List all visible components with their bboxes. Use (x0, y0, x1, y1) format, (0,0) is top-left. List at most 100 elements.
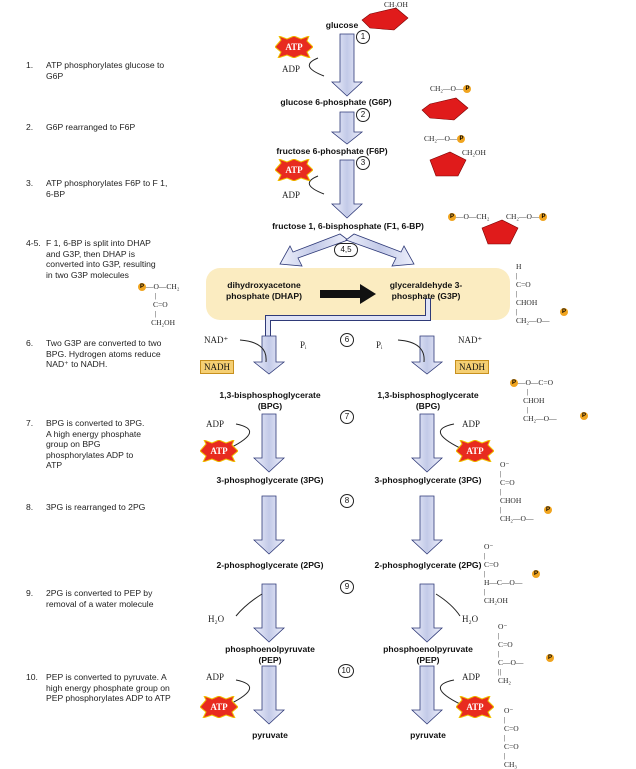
arrow-step8-right (410, 495, 444, 555)
arrow-step6-left (252, 335, 286, 375)
formula-2pg: O⁻ | C=O | H—C—O— | CH₂OH (484, 542, 523, 605)
note-text: Two G3P are converted to two BPG. Hydrog… (46, 338, 162, 369)
phosphate-icon: P (532, 570, 540, 578)
adp-step1: ADP (282, 64, 301, 74)
adp-step10-right: ADP (462, 672, 481, 682)
step-number-2: 2 (356, 108, 370, 122)
arrow-step10-left (252, 665, 286, 725)
arrow-step8-left (252, 495, 286, 555)
compound-2pg-left: 2-phosphoglycerate (2PG) (216, 560, 324, 570)
adp-step3: ADP (282, 190, 301, 200)
compound-g3p: glyceraldehyde 3-phosphate (G3P) (389, 280, 463, 301)
curve-step7-left (229, 423, 250, 449)
curve-step7-right (440, 423, 461, 449)
formula-3pg: O⁻ | C=O | CHOH | CH₂—O— (500, 460, 534, 523)
step-number-7: 7 (340, 410, 354, 424)
arrow-step9-right (410, 583, 444, 643)
phosphate-icon: P (546, 654, 554, 662)
formula-text: CH₂—O— (506, 212, 540, 221)
arrow-step10-right (410, 665, 444, 725)
note-number: 7. (26, 418, 34, 428)
curve-step6-right (397, 339, 425, 363)
compound-glucose: glucose (325, 20, 359, 30)
formula-text: CH₂—O— (430, 84, 464, 93)
compound-bpg-left: 1,3-bisphosphoglycerate (BPG) (219, 390, 321, 411)
nad-left: NAD⁺ (204, 335, 229, 345)
note-text: BPG is converted to 3PG. A high energy p… (46, 418, 145, 470)
atp-burst-step3: ATP (274, 158, 314, 182)
f6p-ring (429, 151, 467, 177)
phosphate-icon: P (457, 135, 466, 144)
note-number: 6. (26, 338, 34, 348)
formula-pep: O⁻ | C=O | C—O— || CH₂ (498, 622, 524, 685)
formula-glucose-ch2oh: CH₂OH (384, 0, 408, 9)
curve-step10-left (229, 679, 250, 705)
arrow-step7-right (410, 413, 444, 473)
compound-pyruvate-right: pyruvate (410, 730, 446, 740)
step-number-3: 3 (356, 156, 370, 170)
dhap-to-g3p-arrow (320, 284, 376, 304)
phosphate-icon: P (510, 379, 518, 388)
compound-pyruvate-left: pyruvate (252, 730, 288, 740)
formula-dhap: P—O—CH₂ | C=O | CH₂OH (138, 282, 179, 327)
phosphate-icon: P (580, 412, 588, 420)
note-text: ATP phosphorylates F6P to F 1, 6-BP (46, 178, 168, 199)
atp-burst-step7-right: ATP (455, 439, 495, 463)
formula-text: —O—C=O | CHOH | CH₂—O— (518, 378, 557, 424)
curve-step3 (308, 175, 325, 195)
formula-f6p-ch2oh: CH₂OH (462, 148, 486, 157)
step-number-9: 9 (340, 580, 354, 594)
compound-f6p: fructose 6-phosphate (F6P) (276, 146, 388, 156)
arrow-step7-left (252, 413, 286, 473)
compound-pep-right: phosphoenolpyruvate (PEP) (383, 644, 473, 665)
atp-burst-step7-left: ATP (199, 439, 239, 463)
h2o-right: H₂O (462, 614, 479, 624)
curve-step6-left (239, 339, 267, 363)
atp-label: ATP (210, 446, 228, 456)
step-number-10: 10 (338, 664, 354, 678)
phosphate-icon: P (138, 283, 146, 292)
step-number-1: 1 (356, 30, 370, 44)
atp-burst-step1: ATP (274, 35, 314, 59)
atp-label: ATP (466, 446, 484, 456)
note-text: 3PG is rearranged to 2PG (46, 502, 146, 512)
arrow-step9-left (252, 583, 286, 643)
formula-f16bp-right: CH₂—O—P (506, 212, 548, 222)
h2o-left: H₂O (208, 614, 225, 624)
formula-text: —O—CH₂ (456, 212, 490, 221)
nadh-right: NADH (455, 360, 489, 374)
step-number-4-5: 4,5 (334, 243, 358, 257)
formula-g3p: H | C=O | CHOH | CH₂—O— (516, 262, 550, 325)
pi-right: Pᵢ (376, 340, 383, 350)
note-number: 10. (26, 672, 38, 682)
phosphate-icon: P (448, 213, 456, 222)
nad-right: NAD⁺ (458, 335, 483, 345)
note-number: 2. (26, 122, 34, 132)
step-number-8: 8 (340, 494, 354, 508)
phosphate-icon: P (560, 308, 568, 316)
note-text: F 1, 6-BP is split into DHAP and G3P, th… (46, 238, 156, 280)
compound-2pg-right: 2-phosphoglycerate (2PG) (374, 560, 482, 570)
atp-label: ATP (285, 165, 303, 175)
compound-3pg-left: 3-phosphoglycerate (3PG) (216, 475, 324, 485)
formula-f6p: CH₂—O—P (424, 134, 466, 144)
curve-step9-right (435, 593, 461, 617)
atp-burst-step10-left: ATP (199, 695, 239, 719)
atp-label: ATP (285, 42, 303, 52)
note-text: G6P rearranged to F6P (46, 122, 136, 132)
note-text: PEP is converted to pyruvate. A high ene… (46, 672, 171, 703)
adp-step10-left: ADP (206, 672, 225, 682)
atp-burst-step10-right: ATP (455, 695, 495, 719)
arrow-step2 (330, 111, 364, 145)
compound-dhap: dihydroxyacetone phosphate (DHAP) (226, 280, 302, 301)
phosphate-icon: P (544, 506, 552, 514)
note-text: ATP phosphorylates glucose to G6P (46, 60, 165, 81)
compound-3pg-right: 3-phosphoglycerate (3PG) (374, 475, 482, 485)
g6p-ring (421, 97, 469, 121)
formula-text: —O—CH₂ | C=O | CH₂OH (146, 282, 180, 328)
formula-bpg: P—O—C=O | CHOH | CH₂—O— (510, 378, 557, 423)
compound-g6p: glucose 6-phosphate (G6P) (280, 97, 392, 107)
curve-step10-right (440, 679, 461, 705)
formula-text: CH₂—O— (424, 134, 458, 143)
